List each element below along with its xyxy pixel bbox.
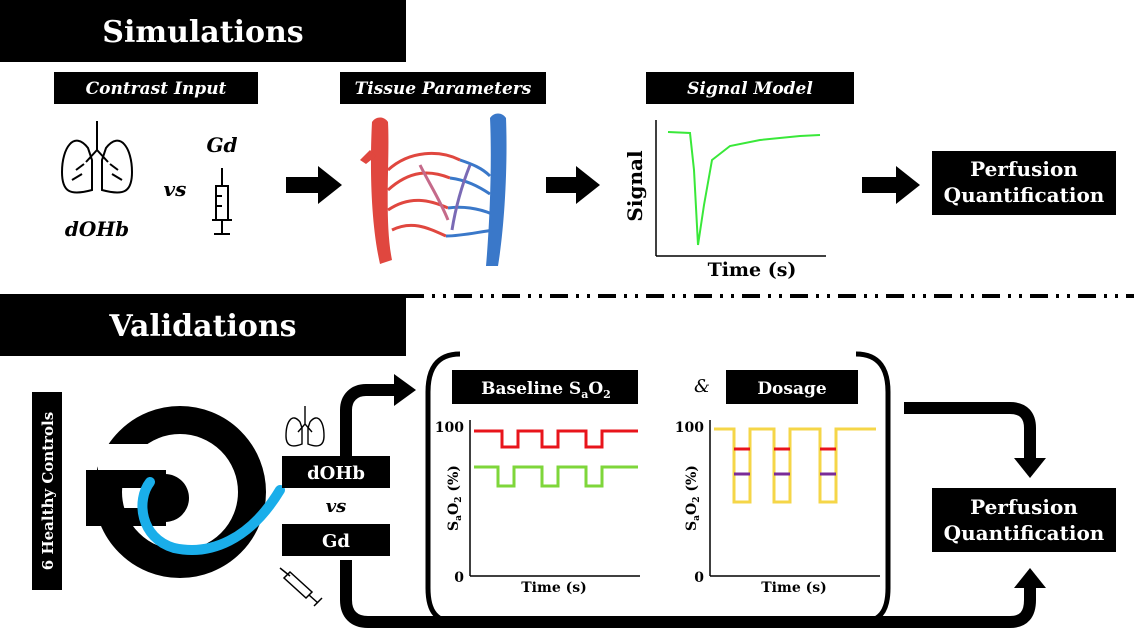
agent-b-box: [282, 524, 390, 556]
syringe-icon: [212, 168, 232, 235]
dosage-xlabel: Time (s): [761, 580, 826, 596]
connector-right: [904, 402, 1036, 458]
bracket-left: [425, 351, 461, 627]
mri-scanner-icon: [86, 406, 285, 578]
baseline-header: Baseline SaO2: [481, 379, 611, 401]
signal-curve: [667, 131, 821, 246]
connector-bottom: [340, 560, 1036, 628]
flow-arrow: [546, 166, 600, 204]
baseline-ylabel: SaO2 (%): [446, 465, 464, 531]
signal-model-header: Signal Model: [687, 79, 813, 99]
dosage-header-box: [726, 370, 858, 404]
baseline-header-box: [452, 370, 638, 404]
connector-top-head: [394, 374, 416, 406]
simulations-title: Simulations: [102, 15, 303, 50]
baseline-series-low: [474, 465, 638, 488]
ampersand: &: [694, 376, 710, 397]
lungs-small-icon: [285, 406, 325, 447]
signal-model-header-box: [646, 72, 854, 104]
perfusion-validation-line2: Quantification: [944, 521, 1105, 545]
dosage-ylabel: SaO2 (%): [684, 465, 702, 531]
baseline-xlabel: Time (s): [521, 580, 586, 596]
connector-bottom-head: [1014, 568, 1046, 588]
validation-agent-a: dOHb: [307, 463, 365, 484]
validations-title: Validations: [108, 309, 296, 344]
perfusion-validation-box: [932, 488, 1116, 552]
perfusion-output-box: [932, 151, 1116, 215]
agent-a-box: [282, 456, 390, 488]
flow-arrow: [862, 166, 920, 204]
simulations-title-box: [0, 0, 406, 62]
lungs-icon: [60, 121, 134, 194]
signal-xlabel: Time (s): [708, 259, 797, 281]
flow-arrow: [286, 166, 342, 204]
contrast-agent-b: Gd: [206, 133, 237, 157]
vasculature-illustration: [360, 113, 507, 266]
validation-vs: vs: [326, 496, 347, 517]
tissue-parameters-header: Tissue Parameters: [355, 79, 532, 99]
tissue-parameters-header-box: [340, 72, 546, 104]
perfusion-output-line1: Perfusion: [970, 157, 1078, 181]
perfusion-validation-line1: Perfusion: [970, 495, 1078, 519]
dosage-series-yellow: [714, 427, 876, 504]
baseline-ytick-top: 100: [435, 420, 464, 436]
baseline-series-high: [474, 429, 638, 449]
connector-right-head: [1014, 458, 1046, 478]
dosage-plot: 100 0 SaO2 (%) Time (s): [675, 420, 880, 596]
cohort-label: 6 Healthy Controls: [39, 412, 57, 570]
connector-top: [340, 384, 396, 456]
contrast-input-header: Contrast Input: [86, 79, 227, 99]
contrast-input-header-box: [54, 72, 258, 104]
perfusion-output-line2: Quantification: [944, 183, 1105, 207]
cohort-label-box: [32, 392, 62, 590]
baseline-plot: 100 0 SaO2 (%) Time (s): [435, 420, 640, 596]
contrast-vs: vs: [164, 177, 187, 201]
bracket-right: [855, 351, 891, 627]
dosage-ytick-bottom: 0: [694, 570, 704, 586]
baseline-ytick-bottom: 0: [454, 570, 464, 586]
validation-agent-b: Gd: [322, 531, 350, 552]
validations-title-box: [0, 294, 406, 356]
contrast-agent-a: dOHb: [65, 217, 129, 241]
signal-ylabel: Signal: [623, 150, 647, 222]
dosage-ytick-top: 100: [675, 420, 704, 436]
syringe-small-icon: [279, 567, 323, 607]
dosage-header: Dosage: [757, 379, 827, 399]
